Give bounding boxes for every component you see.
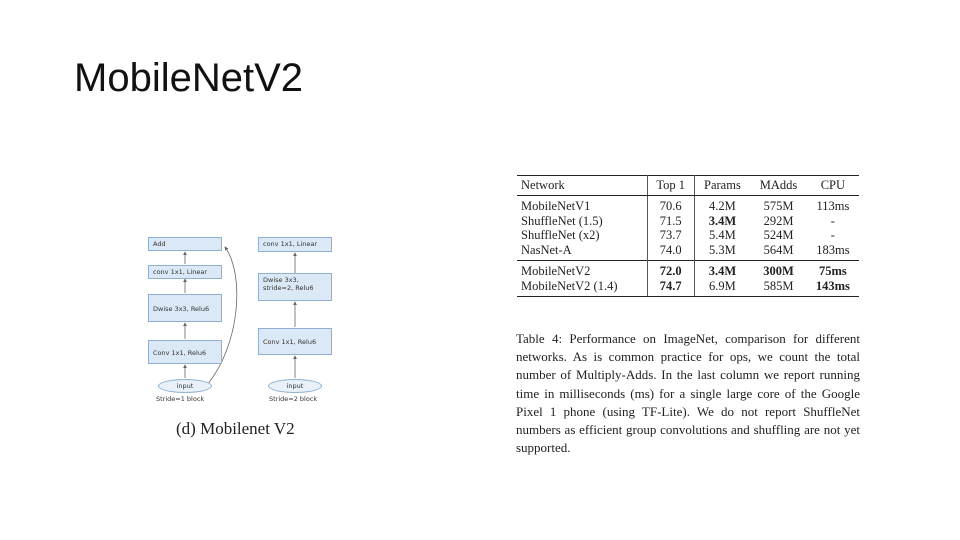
diagram-connectors: [183, 246, 297, 386]
slide-title: MobileNetV2: [74, 56, 304, 100]
table-row: MobileNetV2 (1.4) 74.7 6.9M 585M 143ms: [517, 278, 859, 297]
table-row: NasNet-A 74.0 5.3M 564M 183ms: [517, 242, 859, 261]
cell-cpu: 75ms: [806, 260, 859, 279]
cell-madds: 524M: [763, 228, 794, 242]
conv-relu-node: Conv 1x1, Relu6: [258, 328, 332, 355]
header-madds: MAdds: [750, 175, 807, 196]
cell-madds: 585M: [750, 278, 807, 297]
stride-1-label: Stride=1 block: [156, 395, 205, 403]
cell-params: 3.4M: [708, 213, 737, 228]
table-caption: Table 4: Performance on ImageNet, compar…: [516, 331, 860, 456]
cell-network: NasNet-A: [517, 242, 648, 261]
table-row: ShuffleNet (x2) 73.7 5.4M 524M -: [517, 228, 859, 243]
cell-cpu: -: [830, 228, 835, 242]
cell-cpu: 183ms: [816, 242, 850, 257]
cell-network: MobileNetV2: [517, 260, 648, 279]
cell-top1: 72.0: [647, 260, 695, 279]
header-top1: Top 1: [647, 175, 695, 196]
header-params: Params: [694, 175, 751, 196]
cell-cpu: 143ms: [806, 278, 859, 297]
stride-2-label: Stride=2 block: [269, 395, 318, 403]
cell-madds: 564M: [763, 242, 794, 257]
dwise-line1: Dwise 3x3,: [263, 276, 299, 284]
conv-linear-node: conv 1x1, Linear: [258, 237, 332, 252]
mobilenet-v2-block-diagram: Add conv 1x1, Linear Dwise 3x3, Relu6 Co…: [145, 225, 345, 445]
cell-params: 4.2M: [709, 199, 736, 213]
dwise-line2: stride=2, Relu6: [263, 284, 314, 292]
cell-network: MobileNetV1: [517, 195, 648, 214]
cell-network: ShuffleNet (1.5): [517, 213, 648, 228]
cell-madds: 292M: [763, 213, 794, 228]
table-header-row: Network Top 1 Params MAdds CPU: [517, 175, 859, 196]
add-node: Add: [148, 237, 222, 251]
dwise-node: Dwise 3x3, Relu6: [148, 294, 222, 322]
input-node: input: [158, 379, 212, 393]
table-row: ShuffleNet (1.5) 71.5 3.4M 292M -: [517, 213, 859, 228]
cell-cpu: -: [830, 213, 835, 228]
cell-cpu: 113ms: [816, 199, 850, 213]
cell-madds: 575M: [763, 199, 794, 213]
conv-linear-node: conv 1x1, Linear: [148, 265, 222, 279]
conv-relu-node: Conv 1x1, Relu6: [148, 340, 222, 364]
cell-top1: 70.6: [647, 195, 695, 214]
header-network: Network: [517, 175, 648, 196]
cell-madds: 300M: [750, 260, 807, 279]
cell-top1: 74.7: [647, 278, 695, 297]
cell-params: 3.4M: [694, 260, 751, 279]
cell-top1: 73.7: [647, 228, 695, 243]
cell-top1: 74.0: [647, 242, 695, 261]
cell-network: ShuffleNet (x2): [517, 228, 648, 243]
header-cpu: CPU: [806, 175, 859, 196]
input-node: input: [268, 379, 322, 393]
dwise-stride2-node: Dwise 3x3, stride=2, Relu6: [258, 273, 332, 301]
table-row: MobileNetV1 70.6 4.2M 575M 113ms: [517, 195, 859, 214]
cell-params: 6.9M: [694, 278, 751, 297]
cell-network: MobileNetV2 (1.4): [517, 278, 648, 297]
table-row: MobileNetV2 72.0 3.4M 300M 75ms: [517, 260, 859, 279]
diagram-caption: (d) Mobilenet V2: [176, 419, 295, 438]
cell-top1: 71.5: [647, 213, 695, 228]
performance-table: Network Top 1 Params MAdds CPU MobileNet…: [517, 175, 859, 297]
cell-params: 5.4M: [709, 228, 736, 242]
cell-params: 5.3M: [709, 242, 736, 257]
